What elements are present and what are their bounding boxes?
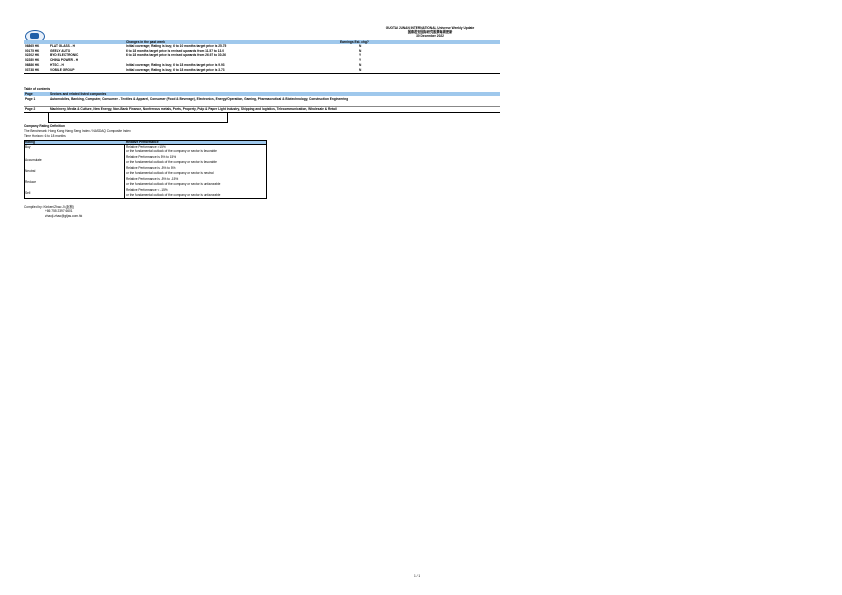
rating-note: or the fundamental outlook of the compan… bbox=[126, 181, 221, 186]
compiled-email: zhaoji.zhao@gtjas.com.hk bbox=[45, 213, 83, 218]
company-name: HTSC - H bbox=[50, 62, 64, 67]
company-name: CHINA POWER - H bbox=[50, 58, 79, 63]
company-name: FLAT GLASS - H bbox=[50, 44, 75, 48]
stock-code: 02202 HK bbox=[25, 53, 40, 58]
toc-row-page: Page 2 bbox=[25, 106, 36, 111]
change-text: Initial coverage; Rating is buy; 6 to 18… bbox=[126, 62, 225, 67]
report-date: 30 December 2022 bbox=[416, 34, 444, 38]
rating-table-frame bbox=[24, 144, 267, 199]
company-name: BYD ELECTRONIC bbox=[50, 53, 79, 58]
toc-col-sectors: Sectors and related listed companies bbox=[50, 91, 107, 96]
rating-perf: Relative Performance is 5% to 15% bbox=[126, 155, 177, 160]
toc-empty-cell bbox=[48, 112, 228, 123]
stock-code: 06886 HK bbox=[25, 62, 40, 67]
toc-label: Table of contents bbox=[24, 87, 51, 91]
earnings-col-header: Earnings Est. chg? bbox=[340, 39, 369, 44]
rating-perf: Relative Performance is -5% to 5% bbox=[126, 166, 176, 171]
change-text: 6 to 18 months target price is revised u… bbox=[126, 48, 224, 53]
page-number: 1 / 1 bbox=[414, 574, 421, 578]
earnings-est: N bbox=[359, 48, 362, 53]
toc-row-page: Page 1 bbox=[25, 96, 36, 101]
change-text: 6 to 18 months target price is revised u… bbox=[126, 53, 226, 58]
rating-col-rating: Rating bbox=[25, 139, 35, 144]
rating-name: Sell bbox=[25, 190, 31, 195]
stock-code: 06865 HK bbox=[25, 44, 40, 48]
earnings-est: Y bbox=[359, 58, 362, 63]
header-rule bbox=[24, 39, 500, 40]
rating-name: Reduce bbox=[25, 179, 36, 184]
toc-divider bbox=[24, 106, 500, 107]
rating-horizon: Time Horizon: 6 to 18 months bbox=[24, 133, 66, 138]
rating-note: or the fundamental outlook of the compan… bbox=[126, 192, 221, 197]
rating-header-bar bbox=[24, 140, 267, 145]
changes-col-header: Changes in the past week bbox=[126, 39, 165, 44]
rating-name: Neutral bbox=[25, 168, 36, 173]
company-name: VOBILE GROUP bbox=[50, 67, 75, 72]
earnings-est: N bbox=[359, 44, 362, 48]
change-text: Initial coverage; Rating is buy; 6 to 18… bbox=[126, 67, 225, 72]
toc-col-page: Page bbox=[25, 91, 33, 96]
rating-col-divider bbox=[124, 144, 125, 199]
toc-row-sectors: Automobiles, Banking, Computer, Consumer… bbox=[50, 96, 349, 101]
rating-perf: Relative Performance is -5% to -15% bbox=[126, 176, 179, 181]
rating-benchmark: The Benchmark: Hong Kong Hang Seng Index… bbox=[24, 129, 131, 133]
stock-code: 02280 HK bbox=[25, 58, 40, 63]
report-title-cn: 国泰君安国际研究股票每周更新 bbox=[407, 30, 453, 34]
report-header: GUOTAI JUNAN INTERNATIONAL Universe Week… bbox=[300, 26, 560, 38]
rating-name: Buy bbox=[25, 144, 31, 149]
rating-perf: Relative Performance >15% bbox=[126, 144, 166, 149]
change-text: Initial coverage; Rating is buy; 6 to 10… bbox=[126, 44, 227, 48]
stock-code: 03738 HK bbox=[25, 67, 40, 72]
rating-perf: Relative Performance < -15% bbox=[126, 187, 168, 192]
rating-note: or the fundamental outlook of the compan… bbox=[126, 160, 217, 165]
rating-title: Company Rating Definition bbox=[24, 124, 65, 128]
compiled-phone: +86 755 2397 6601 bbox=[45, 209, 73, 213]
toc-rule bbox=[24, 91, 500, 92]
toc-row-sectors: Machinery, Media & Culture, New Energy, … bbox=[50, 106, 337, 111]
toc-bottom-rule bbox=[24, 112, 500, 113]
earnings-est: Y bbox=[359, 53, 362, 58]
stock-code: 00175 HK bbox=[25, 48, 40, 53]
toc-header-bar bbox=[24, 92, 500, 96]
earnings-est: N bbox=[359, 62, 362, 67]
rating-name: Accumulate bbox=[25, 158, 42, 163]
rating-note: or the fundamental outlook of the compan… bbox=[126, 149, 217, 154]
changes-header-bar bbox=[24, 40, 500, 44]
company-name: GEELY AUTO bbox=[50, 48, 71, 53]
compiled-by: Compiled by: Kinken/Zhao Ji (赵蓟) bbox=[24, 204, 74, 209]
report-title: GUOTAI JUNAN INTERNATIONAL Universe Week… bbox=[385, 26, 475, 30]
rating-col-perf: Relative Performance bbox=[126, 139, 159, 144]
changes-bottom-rule bbox=[24, 72, 500, 74]
earnings-est: N bbox=[359, 67, 362, 72]
rating-note: or the fundamental outlook of the compan… bbox=[126, 170, 214, 175]
